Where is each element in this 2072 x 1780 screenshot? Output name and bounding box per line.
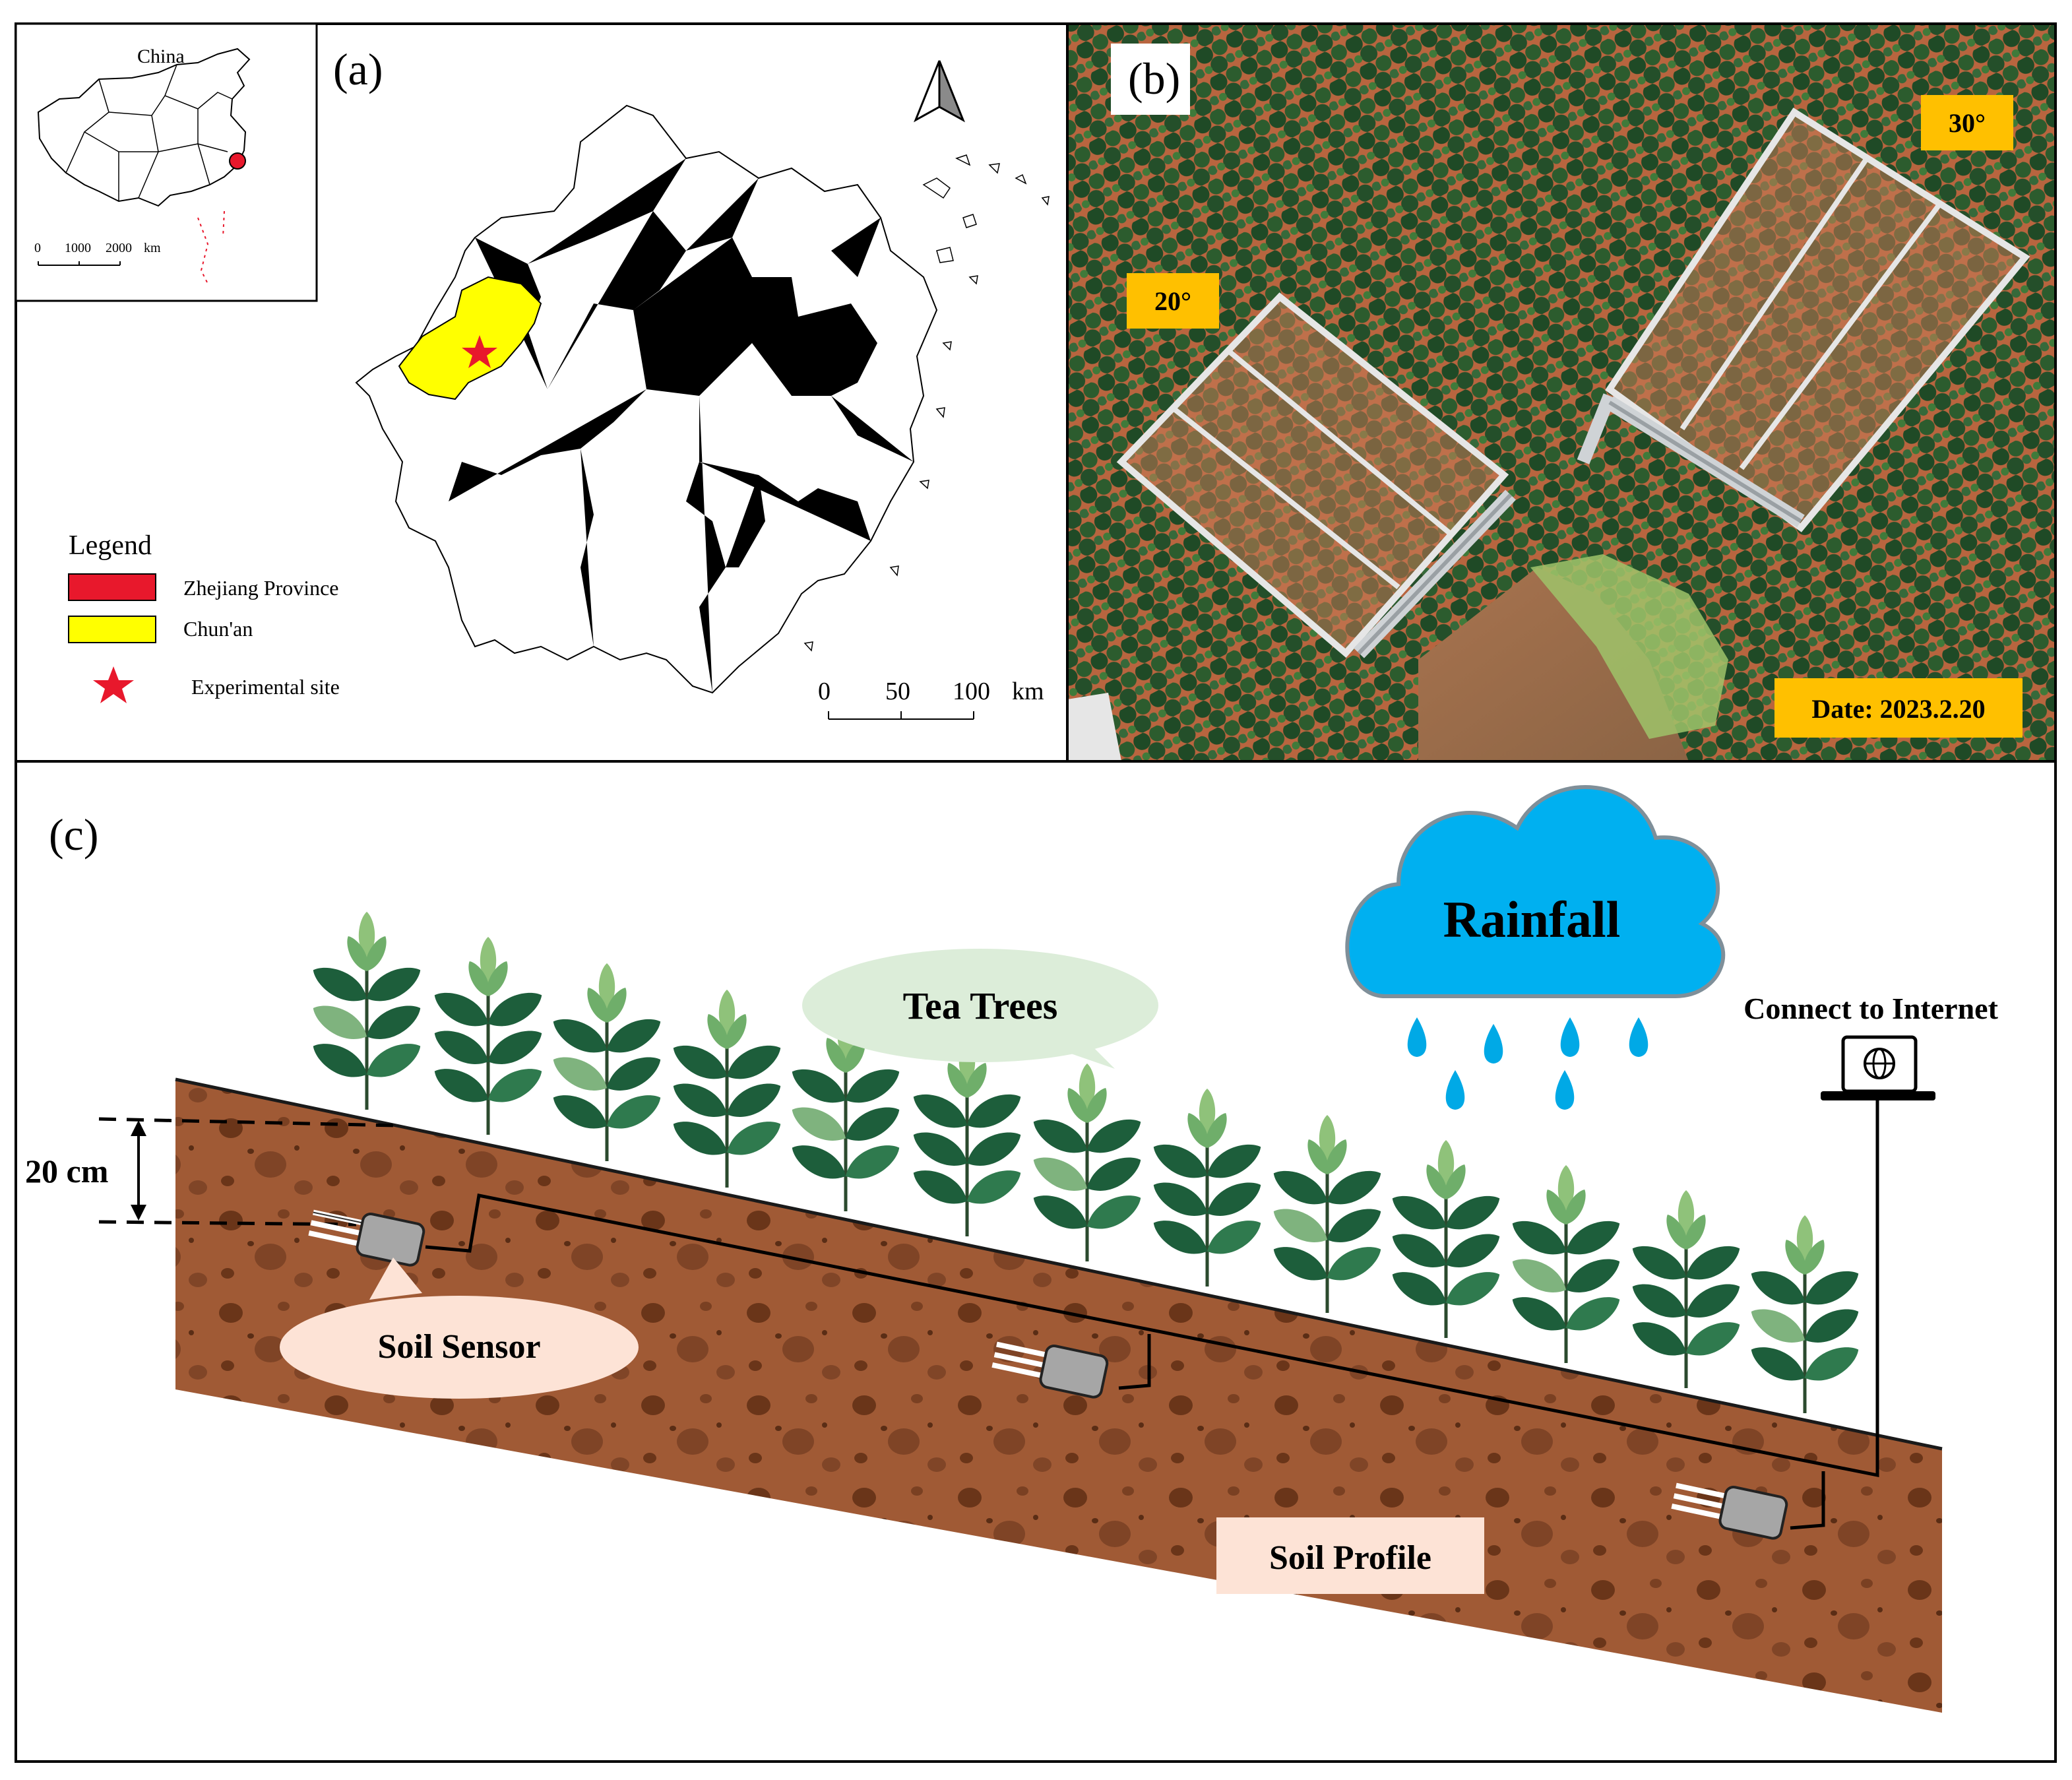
tea-trees-label: Tea Trees [903, 984, 1058, 1027]
soil-profile-label: Soil Profile [1269, 1539, 1431, 1577]
legend-title: Legend [69, 530, 152, 561]
date-badge [1774, 678, 2023, 738]
scale-label-0: 0 [818, 678, 831, 705]
tea-plant [1392, 1140, 1500, 1338]
legend-label-zhejiang: Zhejiang Province [183, 576, 338, 600]
tea-plants [313, 912, 1859, 1413]
raindrops [1407, 1017, 1648, 1110]
inset-scale-label-1: 1000 [65, 241, 91, 255]
inset-scale-label-0: 0 [34, 241, 41, 255]
slope-label-30: 30° [1949, 108, 1986, 138]
slope-badge-20 [1127, 273, 1219, 329]
panel-b-label: (b) [1128, 53, 1180, 104]
chunan-region [398, 276, 542, 400]
tea-plant [434, 937, 542, 1135]
tea-plant [673, 990, 781, 1188]
panel-b-label-box [1111, 44, 1190, 115]
tea-plant [913, 1038, 1021, 1236]
bare-soil-area [1418, 567, 1689, 761]
experimental-site-star [462, 335, 497, 368]
south-china-sea-islands [197, 210, 225, 284]
internet-label: Connect to Internet [1743, 992, 1998, 1025]
soil-slope [175, 1079, 1942, 1713]
zhejiang-marker [229, 152, 246, 170]
soil-sensor-2 [991, 1341, 1109, 1399]
tea-trees-callout: Tea Trees [802, 949, 1158, 1069]
soil-sensor-callout: Soil Sensor [280, 1257, 639, 1399]
legend-swatch-zhejiang [68, 573, 156, 601]
panel-b: (b) 30° 20° Date: 2023.2.20 [1066, 22, 2057, 763]
grass-patch [1530, 554, 1728, 739]
tea-plant [1273, 1115, 1381, 1313]
soil-sensor-label: Soil Sensor [377, 1328, 540, 1366]
tea-plant [792, 1013, 900, 1211]
zhejiang-map [355, 60, 1050, 694]
panel-c: (c) 20 cm [15, 760, 2057, 1763]
tea-plant [1153, 1089, 1261, 1287]
plot-30-degree [1577, 108, 2030, 532]
legend-label-chunan: Chun'an [183, 617, 253, 641]
tea-plant [1033, 1064, 1141, 1261]
scale-bar: 0 50 100 km [818, 678, 1044, 720]
date-label: Date: 2023.2.20 [1811, 694, 1985, 724]
rain-cloud-icon: Rainfall [1345, 785, 1725, 998]
inset-scale-label-unit: km [144, 241, 161, 255]
tea-plant [553, 963, 661, 1161]
soil-sensor-1 [308, 1209, 425, 1267]
map-legend: Legend Zhejiang Province Chun'an Experim… [68, 530, 340, 703]
panel-a: (a) China 0 1000 2000 km [15, 22, 1069, 763]
tea-plant [1512, 1165, 1620, 1363]
tea-plant [1632, 1190, 1740, 1388]
slope-badge-30 [1921, 95, 2013, 150]
coastal-islands [803, 154, 1050, 652]
legend-star-icon [93, 666, 134, 703]
building-corner [1067, 693, 1121, 761]
soil-profile-box [1216, 1517, 1484, 1594]
depth-label: 20 cm [25, 1153, 108, 1190]
china-provinces [65, 64, 233, 201]
inset-title: China [137, 46, 185, 67]
slope-label-20: 20° [1154, 286, 1191, 316]
laptop-globe-icon [1821, 1035, 1935, 1100]
depth-indicator: 20 cm [25, 1117, 396, 1226]
ground-surface-line [175, 1077, 1943, 1451]
legend-label-site: Experimental site [191, 675, 340, 699]
inset-scale-label-2: 2000 [106, 241, 132, 255]
china-inset-map: China 0 1000 2000 km [15, 22, 318, 302]
scale-label-100: 100 [953, 678, 990, 705]
plot-20-degree [1116, 292, 1516, 658]
legend-swatch-chunan [68, 616, 156, 643]
scale-label-50: 50 [885, 678, 910, 705]
panel-a-label: (a) [333, 44, 383, 94]
sensor-cable [425, 1099, 1879, 1530]
north-arrow-icon [914, 60, 965, 123]
china-outline [37, 48, 251, 207]
rainfall-label: Rainfall [1443, 891, 1621, 948]
scale-label-km: km [1012, 678, 1044, 705]
soil-sensor-3 [1671, 1482, 1788, 1540]
panel-c-label: (c) [49, 810, 98, 860]
tea-plant [313, 912, 421, 1110]
tea-plant [1751, 1215, 1859, 1413]
